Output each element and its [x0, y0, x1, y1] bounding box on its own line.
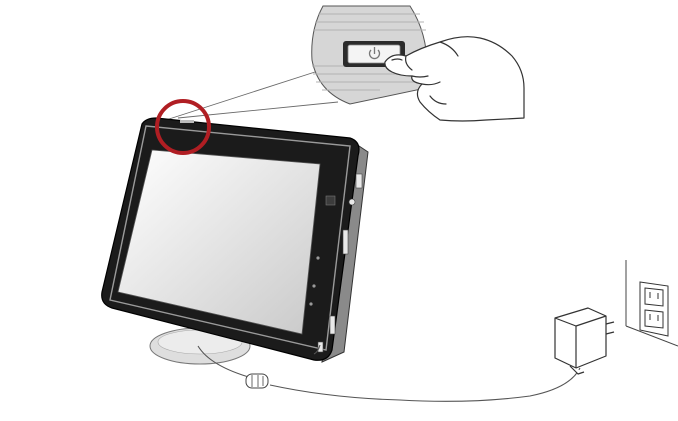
bezel-button-3 — [309, 302, 312, 305]
side-port-dc — [318, 342, 323, 352]
side-port-audio — [349, 199, 355, 205]
bezel-button-2 — [312, 284, 315, 287]
callout-pointer-lines — [166, 72, 338, 120]
power-cable — [198, 345, 580, 401]
home-button — [326, 196, 335, 205]
cable-ferrite-core — [246, 374, 268, 388]
power-outlet-icon — [640, 282, 668, 336]
power-adapter — [555, 308, 614, 374]
tablet-device — [102, 101, 368, 364]
side-port-hdmi — [330, 316, 335, 334]
top-power-button — [180, 120, 194, 123]
side-port-card — [343, 230, 348, 254]
bezel-button-1 — [316, 256, 319, 259]
zoom-callout — [166, 6, 524, 121]
side-port-usb — [356, 174, 362, 188]
